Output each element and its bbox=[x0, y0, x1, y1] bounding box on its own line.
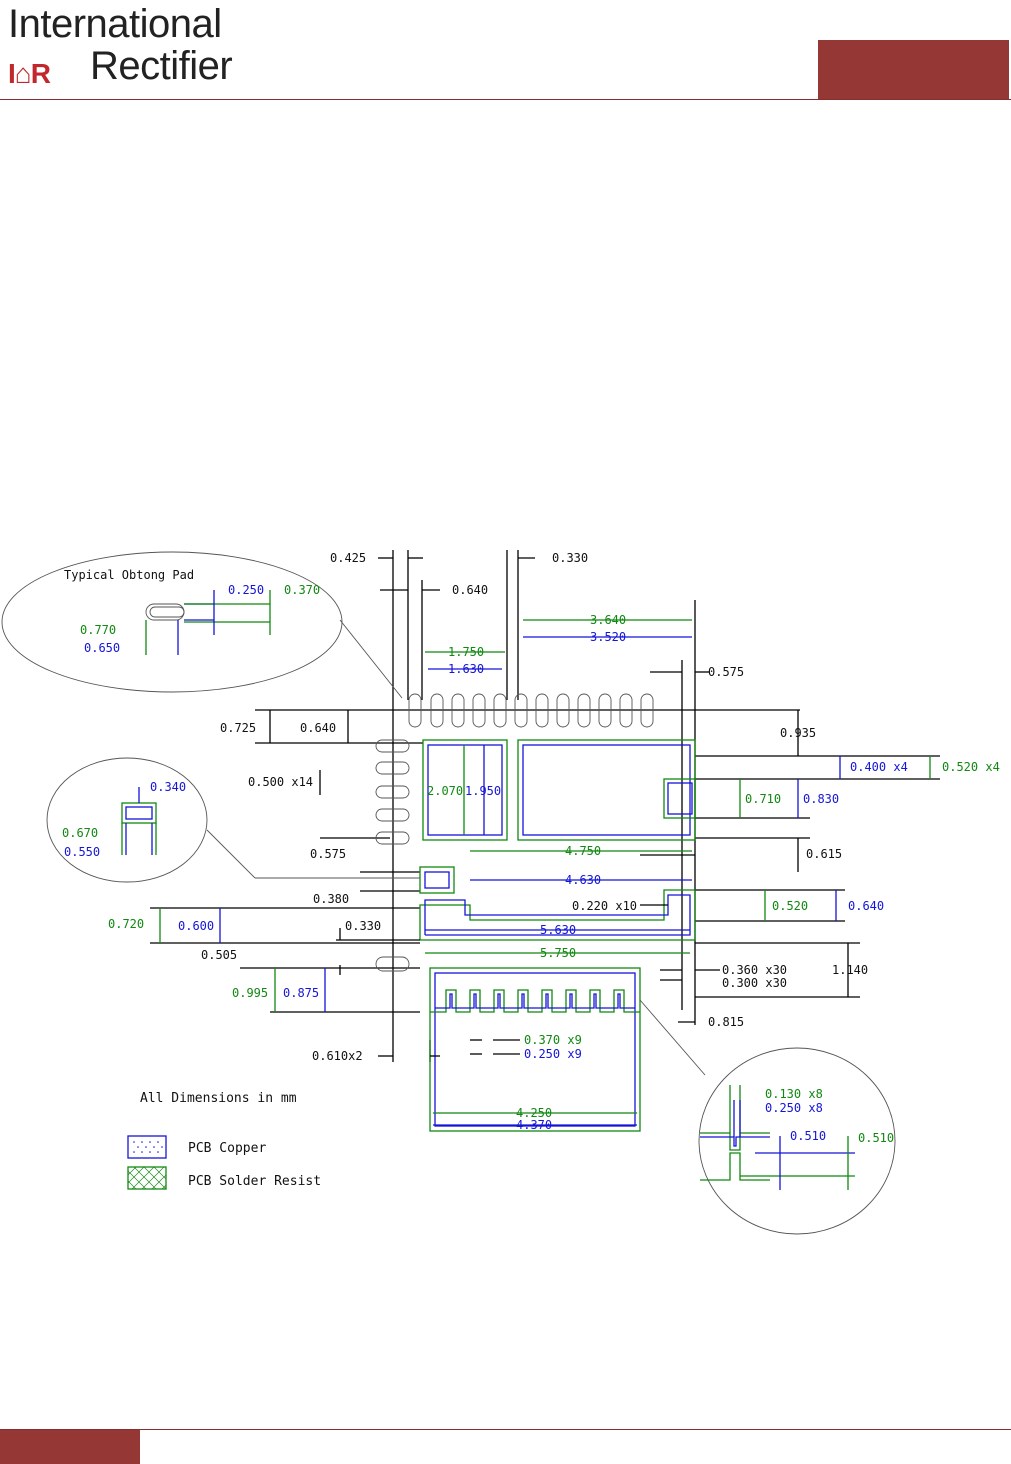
dim-4-750: 4.750 bbox=[565, 844, 601, 858]
dimension-labels: 0.425 0.330 0.640 3.640 3.520 1.750 1.63… bbox=[108, 551, 1000, 1132]
pad-right-tab bbox=[663, 778, 696, 819]
dim-0-610x2: 0.610x2 bbox=[312, 1049, 363, 1063]
dim-0-995: 0.995 bbox=[232, 986, 268, 1000]
dim-0-380: 0.380 bbox=[313, 892, 349, 906]
legend-resist-swatch bbox=[127, 1166, 167, 1190]
dim-2-070: 2.070 bbox=[427, 784, 463, 798]
detail-finger-dim2: 0.250 x8 bbox=[765, 1101, 823, 1115]
dim-0-330: 0.330 bbox=[552, 551, 588, 565]
dim-0-520: 0.520 bbox=[772, 899, 808, 913]
dim-0-370x9: 0.370 x9 bbox=[524, 1033, 582, 1047]
dim-1-140: 1.140 bbox=[832, 963, 868, 977]
pad-left-large bbox=[422, 739, 508, 841]
detail-small-pad bbox=[46, 757, 420, 883]
footer-divider bbox=[0, 1429, 1011, 1430]
legend bbox=[127, 1135, 167, 1190]
detail-small-dim2: 0.670 bbox=[62, 826, 98, 840]
dim-1-750: 1.750 bbox=[448, 645, 484, 659]
dim-1-950: 1.950 bbox=[465, 784, 501, 798]
extension-lines bbox=[150, 550, 940, 1062]
footer-color-block bbox=[0, 1430, 140, 1464]
detail-obtong-pad bbox=[1, 551, 403, 699]
pad-long-strip bbox=[419, 889, 696, 941]
left-oblong-pads bbox=[375, 739, 410, 972]
dim-0-250x9: 0.250 x9 bbox=[524, 1047, 582, 1061]
header-divider bbox=[0, 99, 1011, 100]
dim-0-640: 0.640 bbox=[452, 583, 488, 597]
dim-0-640-b: 0.640 bbox=[300, 721, 336, 735]
detail-labels: Typical Obtong Pad 0.250 0.370 0.770 0.6… bbox=[62, 568, 894, 1145]
dim-1-630: 1.630 bbox=[448, 662, 484, 676]
dim-0-600: 0.600 bbox=[178, 919, 214, 933]
dim-0-300x30: 0.300 x30 bbox=[722, 976, 787, 990]
pad-small-square bbox=[419, 866, 455, 894]
dim-4-250: 4.250 bbox=[516, 1106, 552, 1120]
detail-small-dim3: 0.550 bbox=[64, 845, 100, 859]
header-color-block bbox=[818, 40, 1009, 99]
dim-0-935: 0.935 bbox=[780, 726, 816, 740]
detail-finger-dim3: 0.510 bbox=[790, 1129, 826, 1143]
pad-finger-bottom bbox=[429, 967, 641, 1132]
dim-5-630: 5.630 bbox=[540, 923, 576, 937]
dim-0-220x10: 0.220 x10 bbox=[572, 899, 637, 913]
dim-0-360x30: 0.360 x30 bbox=[722, 963, 787, 977]
dim-0-875: 0.875 bbox=[283, 986, 319, 1000]
dim-0-520x4: 0.520 x4 bbox=[942, 760, 1000, 774]
notes: All Dimensions in mm PCB Copper PCB Sold… bbox=[140, 1091, 321, 1189]
dim-0-500x14: 0.500 x14 bbox=[248, 775, 313, 789]
dimension-lines bbox=[159, 619, 931, 1126]
dim-0-720: 0.720 bbox=[108, 917, 144, 931]
legend-resist-label: PCB Solder Resist bbox=[188, 1174, 321, 1189]
dim-3-640: 3.640 bbox=[590, 613, 626, 627]
detail-finger-dim1: 0.130 x8 bbox=[765, 1087, 823, 1101]
leader-arrows bbox=[336, 557, 720, 1057]
dim-4-630: 4.630 bbox=[565, 873, 601, 887]
dim-0-575-left: 0.575 bbox=[310, 847, 346, 861]
dim-0-830: 0.830 bbox=[803, 792, 839, 806]
detail-obtong-dim3: 0.770 bbox=[80, 623, 116, 637]
dim-0-505: 0.505 bbox=[201, 948, 237, 962]
dim-5-750: 5.750 bbox=[540, 946, 576, 960]
ior-logo-mark: I⌂R bbox=[8, 58, 51, 89]
detail-finger-pad bbox=[639, 999, 896, 1235]
dim-0-575-top: 0.575 bbox=[708, 665, 744, 679]
dim-3-520: 3.520 bbox=[590, 630, 626, 644]
detail-finger-dim4: 0.510 bbox=[858, 1131, 894, 1145]
dim-0-615: 0.615 bbox=[806, 847, 842, 861]
logo-text-international: International bbox=[8, 2, 222, 46]
detail-obtong-title: Typical Obtong Pad bbox=[64, 568, 194, 582]
detail-small-dim1: 0.340 bbox=[150, 780, 186, 794]
dim-0-815: 0.815 bbox=[708, 1015, 744, 1029]
dim-0-725: 0.725 bbox=[220, 721, 256, 735]
logo-text-rectifier: Rectifier bbox=[90, 44, 233, 88]
units-note: All Dimensions in mm bbox=[140, 1091, 297, 1106]
top-oblong-pads bbox=[408, 693, 654, 728]
dim-4-370: 4.370 bbox=[516, 1118, 552, 1132]
detail-obtong-dim1: 0.250 bbox=[228, 583, 264, 597]
dim-0-330-b: 0.330 bbox=[345, 919, 381, 933]
legend-copper-label: PCB Copper bbox=[188, 1141, 266, 1156]
detail-obtong-dim2: 0.370 bbox=[284, 583, 320, 597]
legend-copper-swatch bbox=[127, 1135, 167, 1159]
detail-obtong-dim4: 0.650 bbox=[84, 641, 120, 655]
dim-0-400x4: 0.400 x4 bbox=[850, 760, 908, 774]
dim-0-640-c: 0.640 bbox=[848, 899, 884, 913]
dim-0-710: 0.710 bbox=[745, 792, 781, 806]
dim-0-425: 0.425 bbox=[330, 551, 366, 565]
